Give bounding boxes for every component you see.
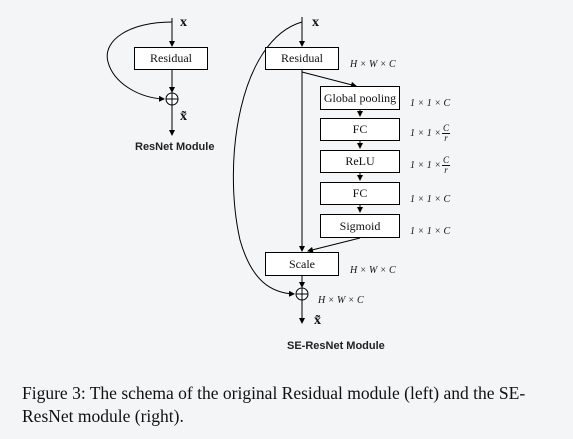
se-dim-sum: H × W × C xyxy=(318,295,364,306)
se-residual-block: Residual xyxy=(265,47,339,70)
se-dim-residual: H × W × C xyxy=(350,59,396,70)
diagram-area: x Residual x̃ ResNet Module x Residual H… xyxy=(106,15,451,352)
resnet-residual-block: Residual xyxy=(134,47,208,70)
resnet-output-label: x̃ xyxy=(180,109,187,124)
se-block-sigmoid: Sigmoid xyxy=(320,214,400,238)
diagram-lines xyxy=(106,17,363,324)
resnet-input-label: x xyxy=(180,15,187,30)
se-dim-relu-prefix: 1 × 1 × xyxy=(410,159,441,171)
figure-caption: Figure 3: The schema of the original Res… xyxy=(22,383,526,426)
se-dim-fc1-num: C xyxy=(442,123,451,134)
se-block-relu: ReLU xyxy=(320,150,400,173)
se-dim-relu-num: C xyxy=(442,155,451,166)
se-dim-scale: H × W × C xyxy=(350,265,396,276)
se-dim-pooling: 1 × 1 × C xyxy=(410,98,451,109)
resnet-module-label: ResNet Module xyxy=(135,141,215,153)
resnet-skip-connection xyxy=(106,21,173,102)
se-output-label: x̃ xyxy=(314,313,321,328)
se-dim-fc1-den: r xyxy=(444,133,448,143)
se-dim-fc2: 1 × 1 × C xyxy=(410,194,451,205)
se-branch-to-pooling xyxy=(301,71,357,88)
se-input-label: x xyxy=(312,15,319,30)
se-skip-connection xyxy=(232,21,303,297)
se-block-global-pooling: Global pooling xyxy=(320,86,400,110)
se-sigmoid-to-scale xyxy=(307,237,361,253)
se-dim-fc1-prefix: 1 × 1 × xyxy=(410,127,441,139)
se-block-fc2: FC xyxy=(320,182,400,205)
se-block-fc1: FC xyxy=(320,118,400,141)
se-module-label: SE-ResNet Module xyxy=(287,340,385,352)
se-dim-sigmoid: 1 × 1 × C xyxy=(410,226,451,237)
se-dim-relu-den: r xyxy=(444,165,448,175)
se-scale-block: Scale xyxy=(265,252,339,276)
